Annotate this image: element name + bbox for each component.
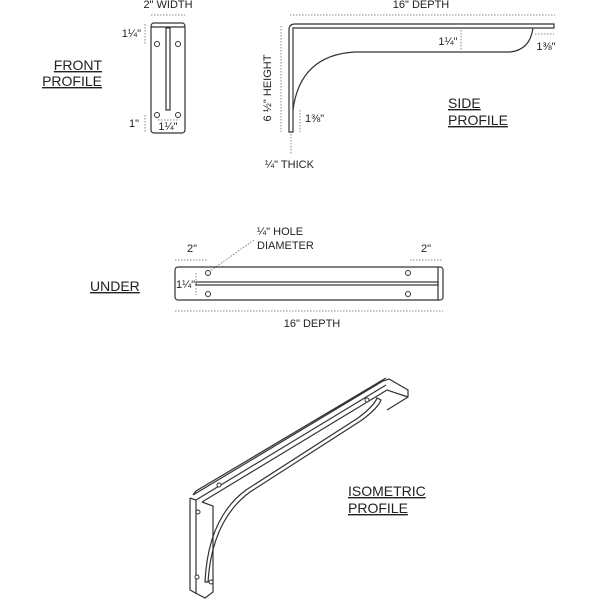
front-top-offset: 1¼" [122, 28, 141, 40]
side-profile: 16" DEPTH 6 ½" HEIGHT 1¼" 1⅜" 1⅜" ¼" THI… [262, 0, 556, 171]
under-left-offset: 2" [187, 243, 197, 255]
side-tip-label: 1⅜" [536, 41, 555, 53]
side-arm-depth: 1¼" [438, 36, 457, 48]
front-hole-spacing: 1¼" [158, 121, 177, 133]
side-height-label: 6 ½" HEIGHT [262, 54, 274, 121]
side-title-line1: SIDE [448, 95, 481, 111]
iso-title-line1: ISOMETRIC [348, 483, 426, 499]
side-bracket [288, 23, 555, 133]
side-foot-label: 1⅜" [305, 113, 324, 125]
front-plate [150, 22, 186, 134]
front-title-line2: PROFILE [42, 73, 102, 89]
under-hole-line1: ¼" HOLE [257, 226, 303, 238]
under-hole-line2: DIAMETER [257, 240, 314, 252]
side-title-line2: PROFILE [448, 112, 508, 128]
isometric-view: ISOMETRIC PROFILE [189, 377, 426, 599]
under-right-offset: 2" [421, 243, 431, 255]
side-depth-label: 16" DEPTH [393, 0, 450, 11]
under-plate [174, 266, 444, 301]
side-thick-label: ¼" THICK [265, 159, 315, 171]
front-width-label: 2" WIDTH [143, 0, 192, 11]
front-bottom-offset: 1" [129, 118, 139, 130]
under-title: UNDER [90, 278, 140, 294]
front-title-line1: FRONT [54, 57, 103, 73]
under-hole-spacing: 1¼" [176, 279, 195, 291]
front-profile: FRONT PROFILE 2" WIDTH 1¼" 1" 1¼" [42, 0, 193, 134]
iso-top-arm [192, 377, 409, 496]
iso-gusset [204, 397, 382, 583]
under-view: UNDER 2" 2" ¼" HOLE DIAMETER 1¼" 16" DEP… [90, 226, 444, 330]
iso-title-line2: PROFILE [348, 500, 408, 516]
under-depth-label: 16" DEPTH [284, 318, 341, 330]
